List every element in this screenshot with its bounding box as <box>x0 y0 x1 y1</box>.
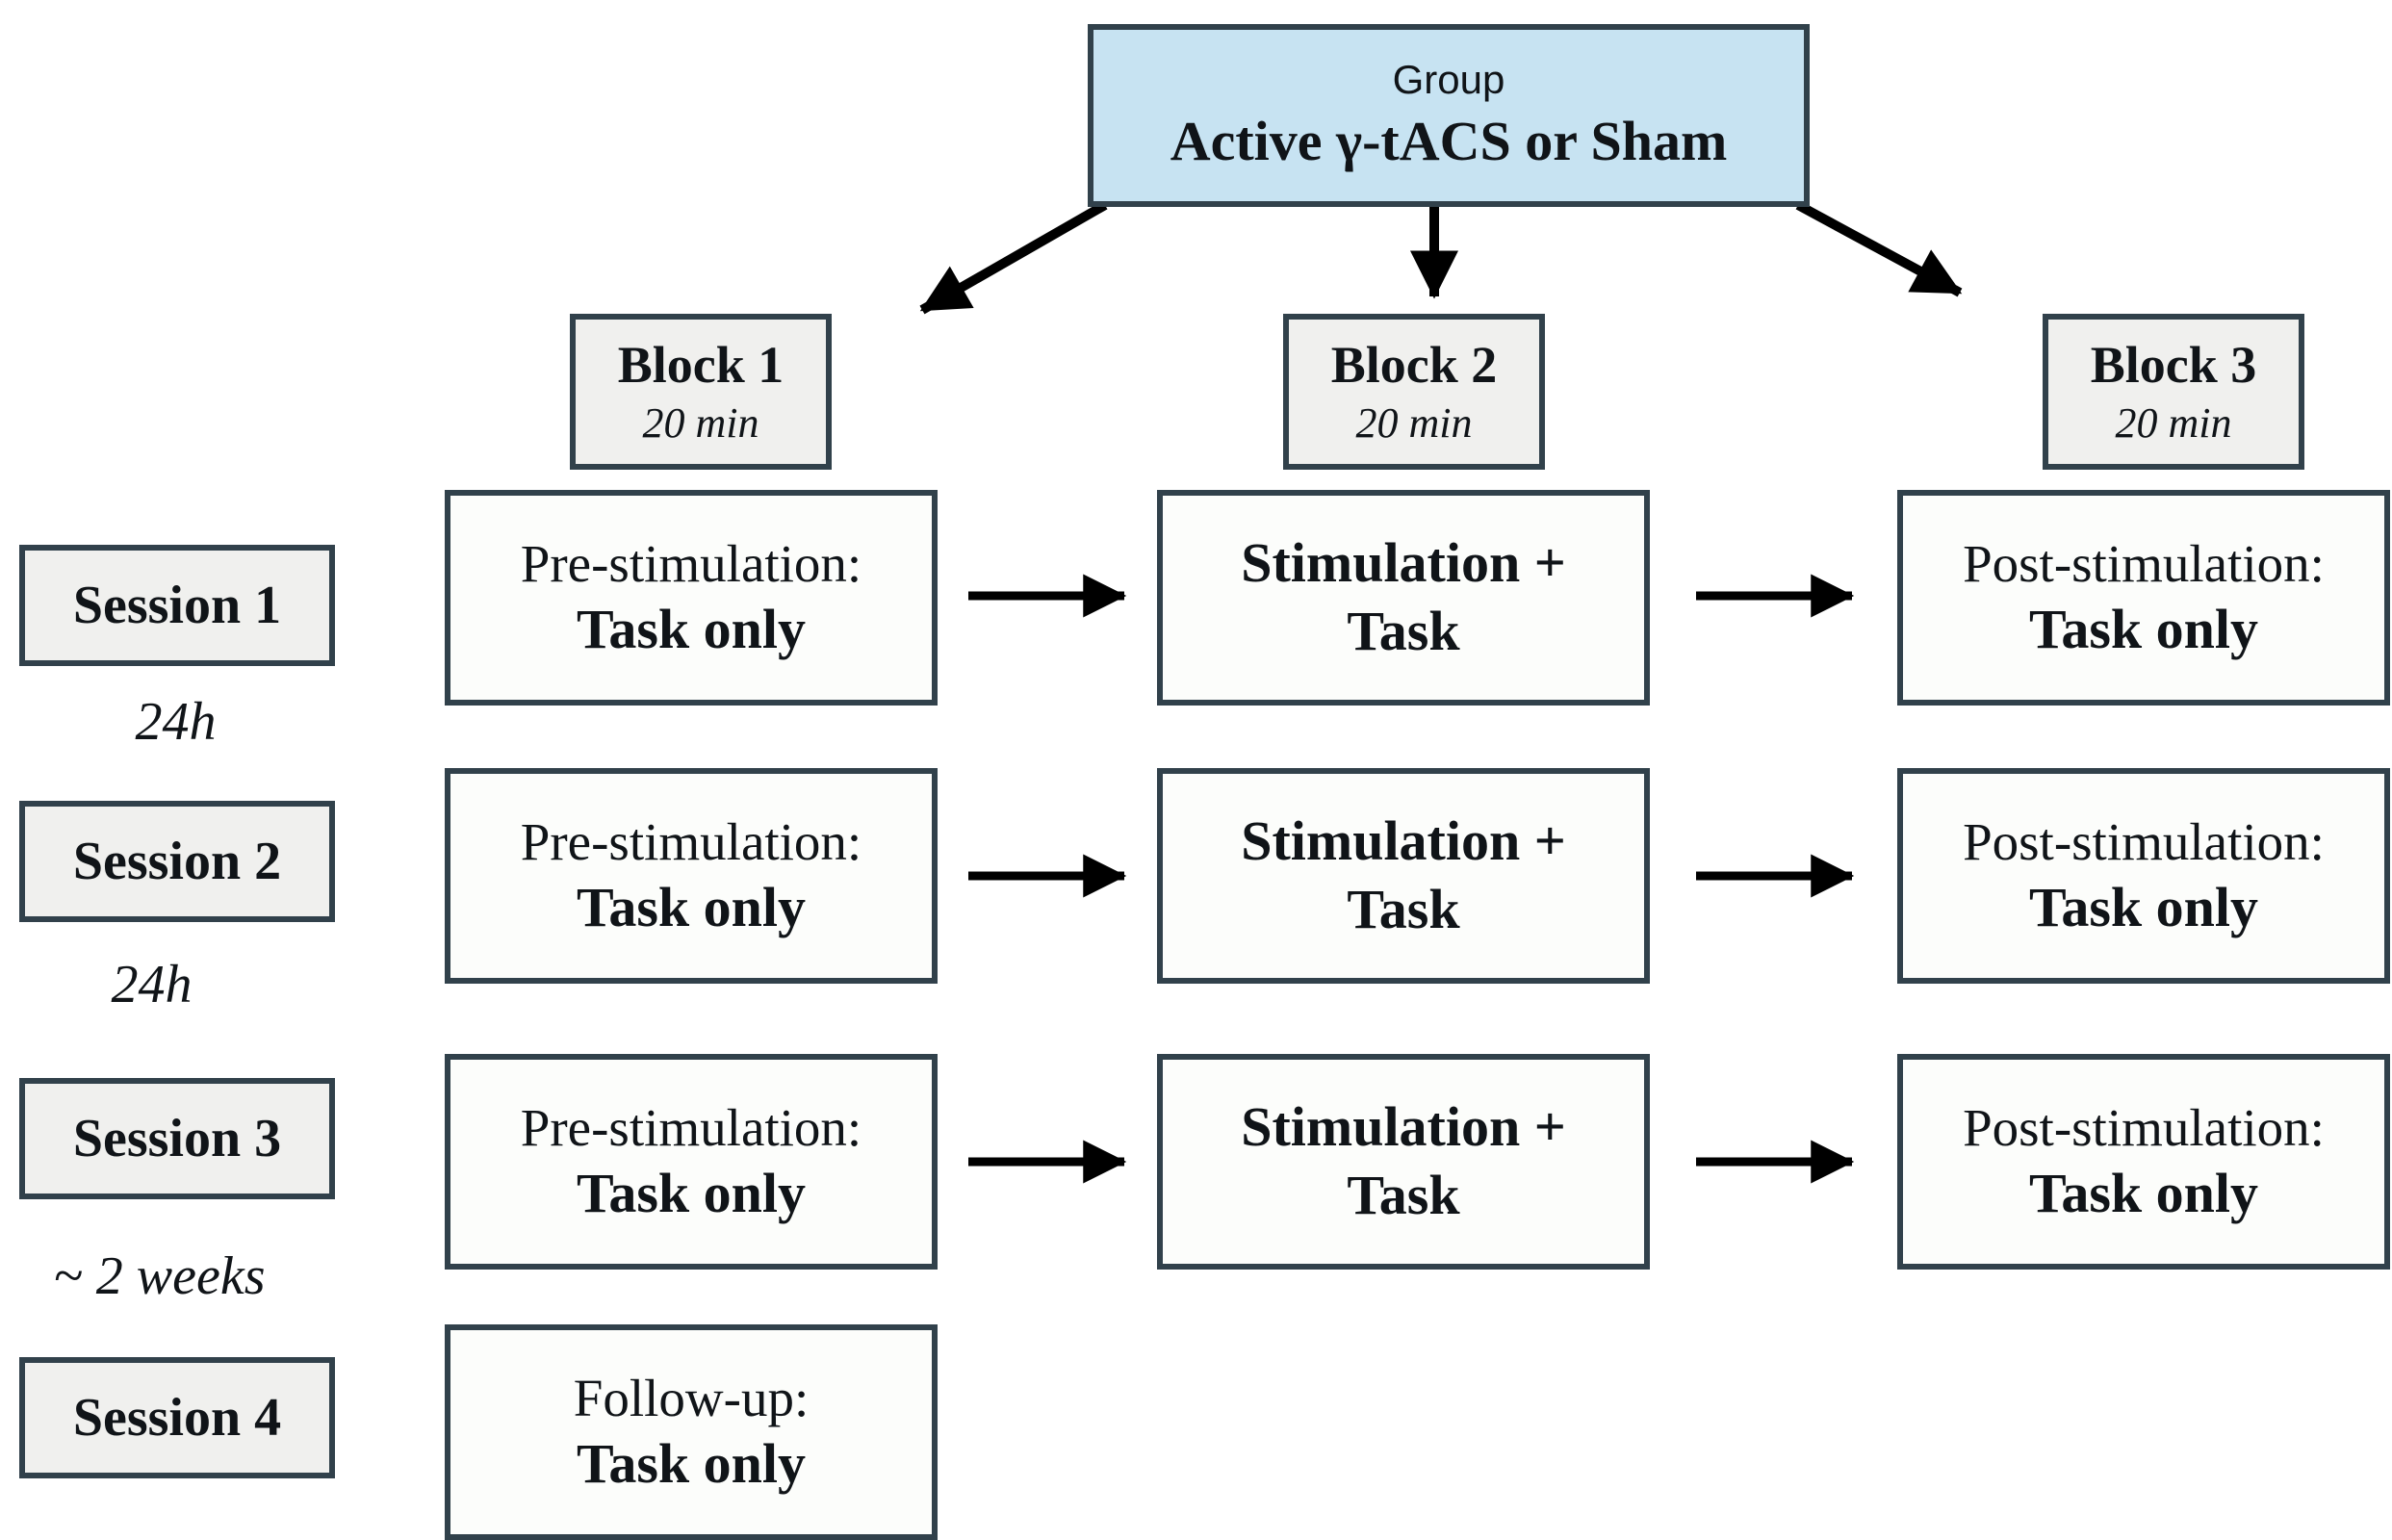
pre-stimulation-text: Pre-stimulation: <box>520 534 862 594</box>
session3-label-box: Session 3 <box>19 1078 335 1199</box>
session3-post-stimulation-box: Post-stimulation: Task only <box>1897 1054 2390 1270</box>
session1-label: Session 1 <box>72 575 282 635</box>
post-stimulation-text: Post-stimulation: <box>1963 1098 2325 1158</box>
session1-pre-stimulation-box: Pre-stimulation: Task only <box>445 490 938 706</box>
session3-stimulation-box: Stimulation + Task <box>1157 1054 1650 1270</box>
task-only-text: Task only <box>576 876 807 939</box>
follow-up-text: Follow-up: <box>573 1369 810 1428</box>
arrow-group-to-block3 <box>1795 200 1963 297</box>
session3-label: Session 3 <box>72 1108 282 1168</box>
session1-stimulation-box: Stimulation + Task <box>1157 490 1650 706</box>
interval-24h-1: 24h <box>135 692 217 752</box>
interval-24h-2: 24h <box>111 955 193 1014</box>
group-condition-text: Active γ-tACS or Sham <box>1170 110 1728 173</box>
stimulation-text: Stimulation + <box>1241 809 1566 873</box>
session2-stimulation-box: Stimulation + Task <box>1157 768 1650 984</box>
arrow-group-to-block1 <box>919 200 1108 315</box>
task-only-text: Task only <box>2028 876 2259 939</box>
block1-duration: 20 min <box>642 399 759 448</box>
block3-duration: 20 min <box>2115 399 2232 448</box>
session2-label-box: Session 2 <box>19 801 335 922</box>
task-only-text: Task only <box>576 1432 807 1496</box>
task-text: Task <box>1347 878 1460 940</box>
session1-label-box: Session 1 <box>19 545 335 666</box>
task-only-text: Task only <box>2028 1162 2259 1225</box>
session2-label: Session 2 <box>72 831 282 891</box>
session4-follow-up-box: Follow-up: Task only <box>445 1324 938 1540</box>
interval-2-weeks: ~ 2 weeks <box>53 1246 266 1306</box>
block3-label: Block 3 <box>2090 336 2257 395</box>
group-condition-box: Group Active γ-tACS or Sham <box>1088 24 1810 207</box>
task-text: Task <box>1347 1164 1460 1226</box>
session3-pre-stimulation-box: Pre-stimulation: Task only <box>445 1054 938 1270</box>
task-text: Task <box>1347 600 1460 662</box>
post-stimulation-text: Post-stimulation: <box>1963 812 2325 872</box>
session1-post-stimulation-box: Post-stimulation: Task only <box>1897 490 2390 706</box>
block2-label: Block 2 <box>1330 336 1498 395</box>
session4-label-box: Session 4 <box>19 1357 335 1478</box>
block2-duration: 20 min <box>1355 399 1473 448</box>
block1-header: Block 1 20 min <box>570 314 832 470</box>
block2-header: Block 2 20 min <box>1283 314 1545 470</box>
post-stimulation-text: Post-stimulation: <box>1963 534 2325 594</box>
pre-stimulation-text: Pre-stimulation: <box>520 812 862 872</box>
pre-stimulation-text: Pre-stimulation: <box>520 1098 862 1158</box>
block3-header: Block 3 20 min <box>2043 314 2304 470</box>
group-label: Group <box>1392 57 1505 102</box>
session4-label: Session 4 <box>72 1387 282 1448</box>
stimulation-text: Stimulation + <box>1241 531 1566 595</box>
task-only-text: Task only <box>576 598 807 661</box>
session2-pre-stimulation-box: Pre-stimulation: Task only <box>445 768 938 984</box>
session2-post-stimulation-box: Post-stimulation: Task only <box>1897 768 2390 984</box>
stimulation-text: Stimulation + <box>1241 1095 1566 1159</box>
task-only-text: Task only <box>576 1162 807 1225</box>
task-only-text: Task only <box>2028 598 2259 661</box>
block1-label: Block 1 <box>617 336 784 395</box>
